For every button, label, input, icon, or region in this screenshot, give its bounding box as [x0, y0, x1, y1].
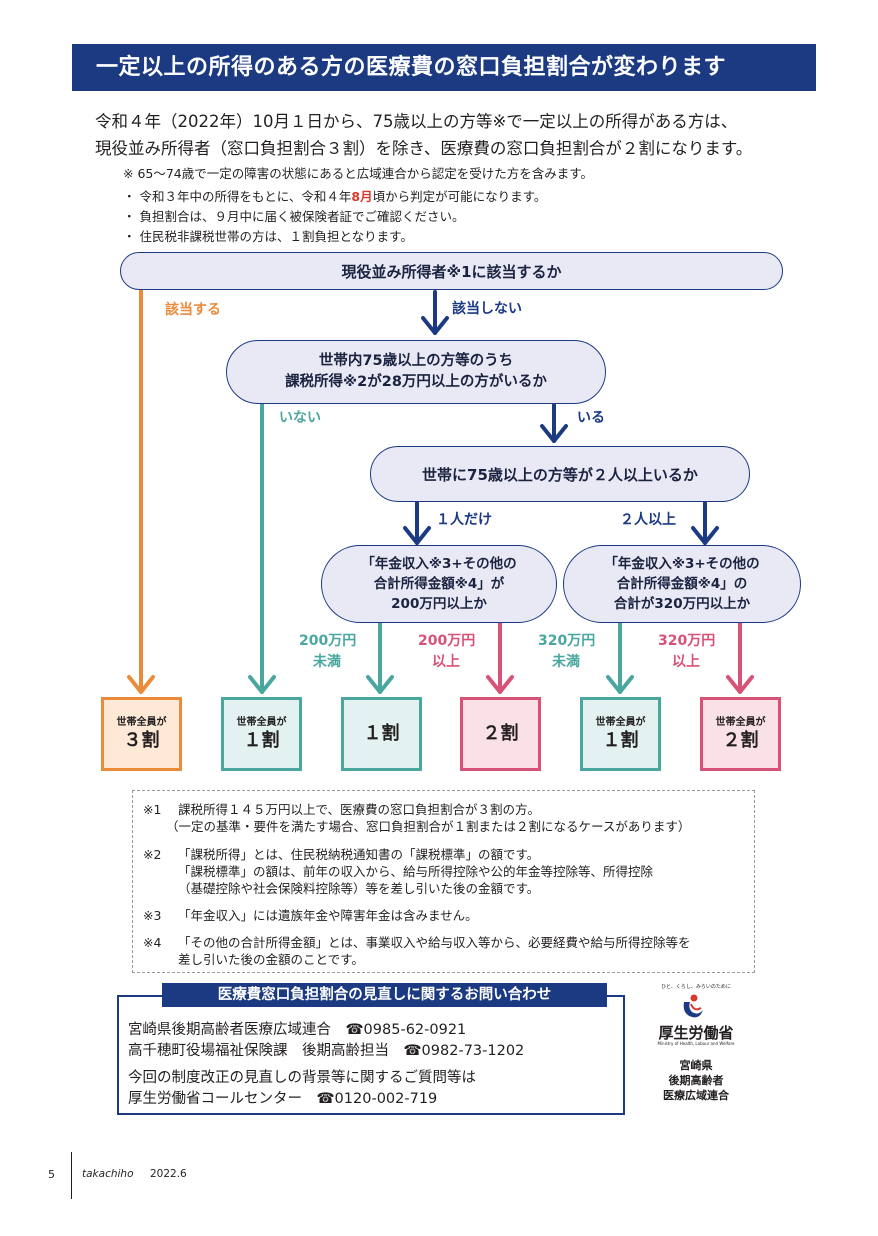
- intro-line-2: 現役並み所得者（窓口負担割合３割）を除き、医療費の窓口負担割合が２割になります。: [95, 139, 753, 158]
- arrowhead-q3-two: [691, 526, 719, 545]
- question-1: 現役並み所得者※1に該当するか: [120, 252, 783, 290]
- question-2: 世帯内75歳以上の方等のうち 課税所得※2が28万円以上の方がいるか: [226, 340, 606, 404]
- bullet-3: ・ 住民税非課税世帯の方は、１割負担となります。: [123, 229, 413, 244]
- footer-publication: takachiho: [82, 1168, 134, 1180]
- footnote-4-line-1: 「その他の合計所得金額」とは、事業収入や給与収入等から、必要経費や給与所得控除等…: [178, 935, 691, 950]
- arrowhead-q2-yes: [540, 424, 568, 443]
- label-q4a-below: 200万円未満: [299, 633, 357, 670]
- footnote-2-line-1: 「課税所得」とは、住民税納税通知書の「課税標準」の額です。: [178, 847, 540, 862]
- question-2-line-1: 世帯内75歳以上の方等のうち: [318, 353, 514, 369]
- contact-line-3: 今回の制度改正の見直しの背景等に関するご質問等は: [128, 1070, 476, 1086]
- flow-arrows: [127, 288, 754, 694]
- label-q2-no: いない: [279, 410, 321, 426]
- highlight-month: 8月: [351, 189, 373, 204]
- label-q3-two: ２人以上: [620, 512, 676, 528]
- result-box-3: １割: [341, 697, 422, 771]
- label-q1-no: 該当しない: [452, 301, 522, 317]
- arrowhead-q3-one: [403, 526, 431, 545]
- arrowhead-q4a-above: [486, 675, 514, 694]
- question-4b: 「年金収入※3+その他の 合計所得金額※4」の 合計が320万円以上か: [563, 545, 801, 623]
- footnote-4-mark: ※4: [143, 935, 162, 950]
- logo-ministry-name: 厚生労働省: [658, 1024, 734, 1042]
- arrowhead-q1-no: [421, 316, 449, 335]
- label-q2-yes: いる: [577, 410, 605, 426]
- footnote-1-mark: ※1: [143, 802, 162, 817]
- footer-date: 2022.6: [150, 1168, 187, 1180]
- ministry-logo-icon: [683, 994, 703, 1018]
- intro-line-1: 令和４年（2022年）10月１日から、75歳以上の方等※で一定以上の所得がある方…: [95, 112, 738, 131]
- footnote-3-line-1: 「年金収入」には遺族年金や障害年金は含みません。: [178, 908, 478, 923]
- footnote-1-line-2: （一定の基準・要件を満たす場合、窓口負担割合が１割または２割になるケースがありま…: [166, 819, 691, 834]
- footnote-2-mark: ※2: [143, 847, 162, 862]
- arrowhead-q4b-above: [726, 675, 754, 694]
- footnote-2-line-3: （基礎控除や社会保険料控除等）等を差し引いた後の金額です。: [178, 881, 540, 896]
- contact-heading: 医療費窓口負担割合の見直しに関するお問い合わせ: [162, 983, 607, 1007]
- page-number: 5: [48, 1168, 55, 1181]
- arrowhead-q1-yes: [127, 675, 155, 694]
- contact-line-4: 厚生労働省コールセンター ☎0120-002-719: [128, 1091, 438, 1107]
- footnote-2-line-2: 「課税標準」の額は、前年の収入から、給与所得控除や公的年金等控除等、所得控除: [178, 864, 654, 879]
- footnote-3-mark: ※3: [143, 908, 162, 923]
- bullet-2: ・ 負担割合は、９月中に届く被保険者証でご確認ください。: [123, 209, 465, 224]
- asterisk-note: ※ 65～74歳で一定の障害の状態にあると広域連合から認定を受けた方を含みます。: [123, 166, 594, 181]
- arrowhead-q4a-below: [366, 675, 394, 694]
- contact-line-1: 宮崎県後期高齢者医療広域連合 ☎0985-62-0921: [128, 1022, 467, 1038]
- question-3: 世帯に75歳以上の方等が２人以上いるか: [370, 446, 750, 502]
- label-q3-one: １人だけ: [436, 512, 492, 528]
- result-box-4: ２割: [460, 697, 541, 771]
- label-q1-yes: 該当する: [165, 302, 221, 318]
- label-q4a-above: 200万円以上: [418, 633, 476, 670]
- question-4a: 「年金収入※3+その他の 合計所得金額※4」が 200万円以上か: [321, 545, 557, 623]
- logo-org: 宮崎県 後期高齢者 医療広域連合: [663, 1059, 729, 1102]
- arrowhead-q4b-below: [606, 675, 634, 694]
- bullet-1: ・ 令和３年中の所得をもとに、令和４年8月頃から判定が可能になります。: [123, 189, 547, 204]
- footer-divider: [71, 1152, 72, 1199]
- label-q4b-below: 320万円未満: [538, 633, 596, 670]
- footnotes-box: [132, 790, 755, 973]
- contact-line-2: 高千穂町役場福祉保険課 後期高齢担当 ☎0982-73-1202: [128, 1043, 525, 1059]
- label-q4b-above: 320万円以上: [658, 633, 716, 670]
- question-2-line-2: 課税所得※2が28万円以上の方がいるか: [285, 374, 547, 390]
- page-title: 一定以上の所得のある方の医療費の窓口負担割合が変わります: [72, 44, 816, 91]
- footnote-4-line-2: 差し引いた後の金額のことです。: [178, 952, 364, 967]
- footnote-1-line-1: 課税所得１４５万円以上で、医療費の窓口負担割合が３割の方。: [178, 802, 541, 817]
- logo-tagline: ひと、くらし、みらいのために: [661, 984, 731, 990]
- logo-ministry-en: Ministry of Health, Labour and Welfare: [657, 1041, 735, 1046]
- arrowhead-q2-no: [248, 675, 276, 694]
